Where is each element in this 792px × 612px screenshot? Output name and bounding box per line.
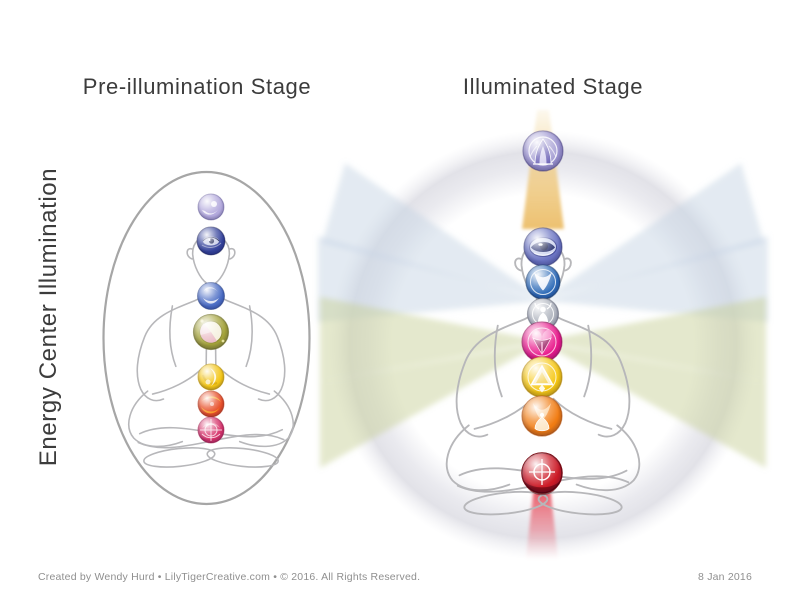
illuminated-stage-title: Illuminated Stage [462, 74, 644, 99]
chakra-heart-pre [192, 313, 230, 351]
chakra-higher-heart-illuminated [526, 297, 560, 331]
chakra-throat-pre [197, 282, 225, 310]
chakra-third-eye-pre [196, 226, 226, 256]
chakra-root-pre [197, 416, 225, 444]
root-beam [526, 486, 558, 558]
pre-illumination-panel [102, 170, 311, 506]
pre-stage-title: Pre-illumination Stage [82, 74, 312, 99]
footer-credit: Created by Wendy Hurd • LilyTigerCreativ… [38, 571, 421, 583]
chakra-sacral-pre [197, 390, 225, 418]
illuminated-stage-panel [318, 110, 768, 560]
chakra-throat-illuminated [525, 264, 561, 300]
heart-rays [320, 297, 766, 468]
mind-rays [318, 163, 768, 322]
chakra-root-illuminated [521, 452, 563, 496]
chakra-sacral-illuminated [521, 395, 563, 437]
chakra-heart-illuminated [521, 321, 563, 363]
chakra-third-eye-illuminated [523, 227, 563, 267]
chakra-crown-pre [197, 193, 225, 221]
chakra-crown-illuminated [522, 130, 564, 172]
footer-date: 8 Jan 2016 [698, 571, 752, 583]
chakra-solar-plexus-illuminated [521, 356, 563, 398]
chakra-solar-plexus-pre [197, 363, 225, 391]
side-axis-label: Energy Center Illumination [35, 167, 62, 467]
